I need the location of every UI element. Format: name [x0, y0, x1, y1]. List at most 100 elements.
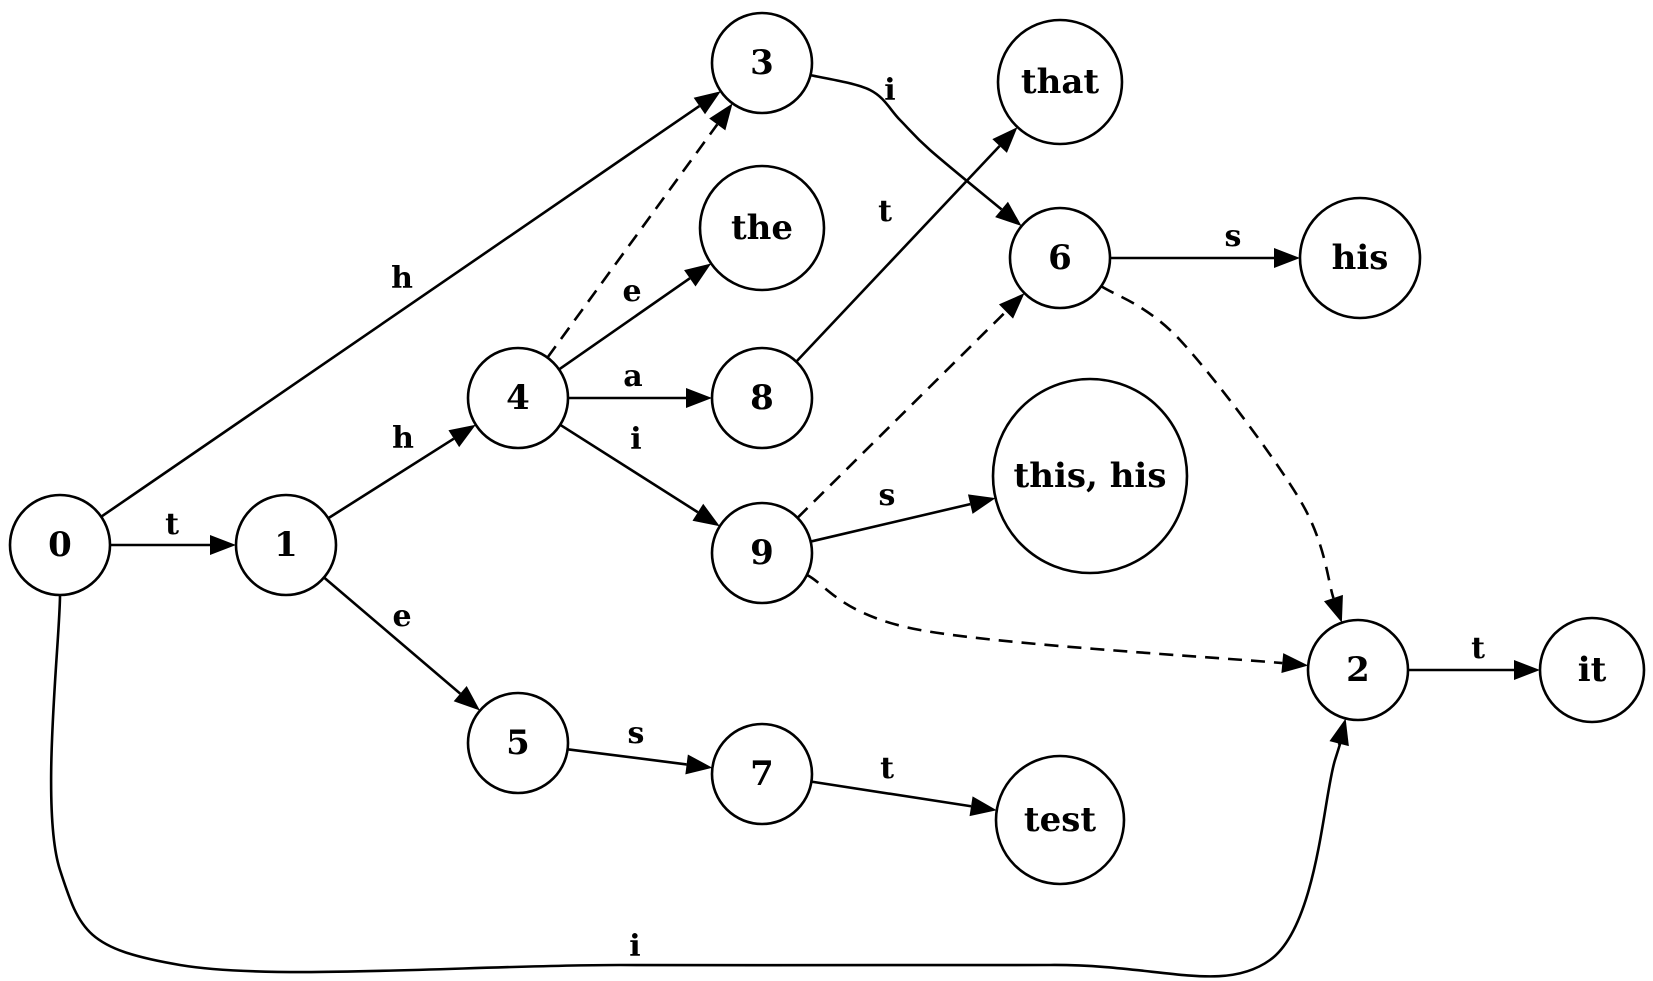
arrowhead-4-3	[709, 103, 733, 131]
arrowhead-0-3	[693, 91, 721, 115]
node-label: 7	[750, 754, 774, 794]
edge-9-6-failure	[796, 310, 1007, 519]
node-it: it	[1538, 616, 1646, 724]
edge-6-2-failure	[1100, 285, 1335, 599]
arrowhead-8-that	[992, 127, 1018, 153]
node-label: 2	[1346, 650, 1370, 690]
edge-0-2	[49, 594, 1343, 978]
node-label: 5	[506, 723, 530, 763]
edge-4-3-failure	[546, 123, 719, 359]
node-label: that	[1021, 62, 1099, 102]
arrowhead-2-it	[1514, 660, 1540, 680]
node-this-his: this, his	[991, 377, 1189, 575]
node-label: this, his	[1014, 456, 1167, 496]
edges-layer	[49, 73, 1540, 978]
arrowhead-3-6	[995, 201, 1022, 227]
arrowhead-9-this_his	[967, 494, 996, 514]
node-circle	[994, 754, 1126, 886]
node-label: 9	[750, 533, 774, 573]
node-circle	[466, 691, 570, 795]
edge-1-5	[323, 576, 462, 695]
node-the: the	[698, 164, 826, 292]
arrowhead-0-1	[210, 535, 236, 555]
edge-label-4-9: i	[630, 422, 641, 457]
edge-4-the	[558, 277, 691, 371]
edge-label-2-it: t	[1471, 631, 1485, 666]
node-label: test	[1024, 800, 1096, 840]
edge-label-0-1: t	[165, 507, 179, 542]
arrowhead-6-2	[1323, 594, 1343, 623]
node-1: 1	[234, 493, 338, 597]
node-circle	[1298, 196, 1422, 320]
node-label: 1	[274, 525, 298, 565]
edge-label-0-2: i	[629, 929, 640, 964]
edge-label-4-the: e	[622, 274, 641, 309]
node-circle	[698, 164, 826, 292]
node-that: that	[996, 18, 1124, 146]
arrowhead-1-4	[448, 424, 476, 448]
edge-label-4-8: a	[623, 359, 642, 394]
arrowhead-4-the	[684, 263, 712, 287]
node-circle	[466, 346, 570, 450]
arrowhead-0-2	[1329, 718, 1349, 747]
node-circle	[710, 501, 814, 605]
edge-label-6-his: s	[1225, 219, 1242, 254]
node-label: 4	[506, 378, 530, 418]
node-label: 3	[750, 43, 774, 83]
edge-label-0-3: h	[391, 261, 413, 296]
edge-3-6	[810, 73, 1003, 211]
node-circle	[234, 493, 338, 597]
node-9: 9	[710, 501, 814, 605]
node-label: it	[1578, 650, 1607, 690]
edge-1-4	[327, 437, 455, 520]
node-circle	[996, 18, 1124, 146]
edge-7-test	[811, 780, 972, 808]
node-6: 6	[1008, 206, 1112, 310]
node-circle	[1538, 616, 1646, 724]
node-label: the	[731, 208, 793, 248]
edge-9-this_his	[810, 502, 971, 543]
edge-label-7-test: t	[880, 751, 894, 786]
node-circle	[710, 346, 814, 450]
node-label: his	[1332, 238, 1389, 278]
edge-0-3	[100, 104, 701, 518]
edge-label-1-5: e	[392, 599, 411, 634]
node-label: 8	[750, 378, 774, 418]
arrowhead-9-2	[1281, 653, 1309, 674]
node-circle	[710, 11, 814, 115]
edge-5-7	[567, 748, 687, 766]
node-5: 5	[466, 691, 570, 795]
node-circle	[1306, 618, 1410, 722]
node-8: 8	[710, 346, 814, 450]
edge-label-8-that: t	[878, 194, 892, 229]
node-2: 2	[1306, 618, 1410, 722]
arrowhead-1-5	[453, 686, 480, 711]
node-circle	[710, 722, 814, 826]
edge-label-3-6: i	[884, 73, 895, 108]
arrowhead-9-6	[998, 293, 1025, 319]
arrowhead-4-9	[692, 503, 720, 527]
node-circle	[8, 493, 112, 597]
edge-8-that	[795, 145, 1001, 363]
edge-label-1-4: h	[392, 421, 414, 456]
edge-label-9-this_his: s	[879, 478, 896, 513]
node-his: his	[1298, 196, 1422, 320]
node-circle	[991, 377, 1189, 575]
edge-4-9	[559, 423, 699, 514]
arrowhead-4-8	[686, 388, 712, 408]
edge-9-2-failure	[806, 573, 1283, 665]
node-label: 0	[48, 525, 72, 565]
edge-label-5-7: s	[628, 716, 645, 751]
node-3: 3	[710, 11, 814, 115]
node-circle	[1008, 206, 1112, 310]
arrowhead-6-his	[1274, 248, 1300, 268]
node-0: 0	[8, 493, 112, 597]
arrowhead-7-test	[969, 796, 997, 817]
node-label: 6	[1048, 238, 1072, 278]
node-4: 4	[466, 346, 570, 450]
node-7: 7	[710, 722, 814, 826]
arrowhead-5-7	[685, 754, 713, 775]
node-test: test	[994, 754, 1126, 886]
